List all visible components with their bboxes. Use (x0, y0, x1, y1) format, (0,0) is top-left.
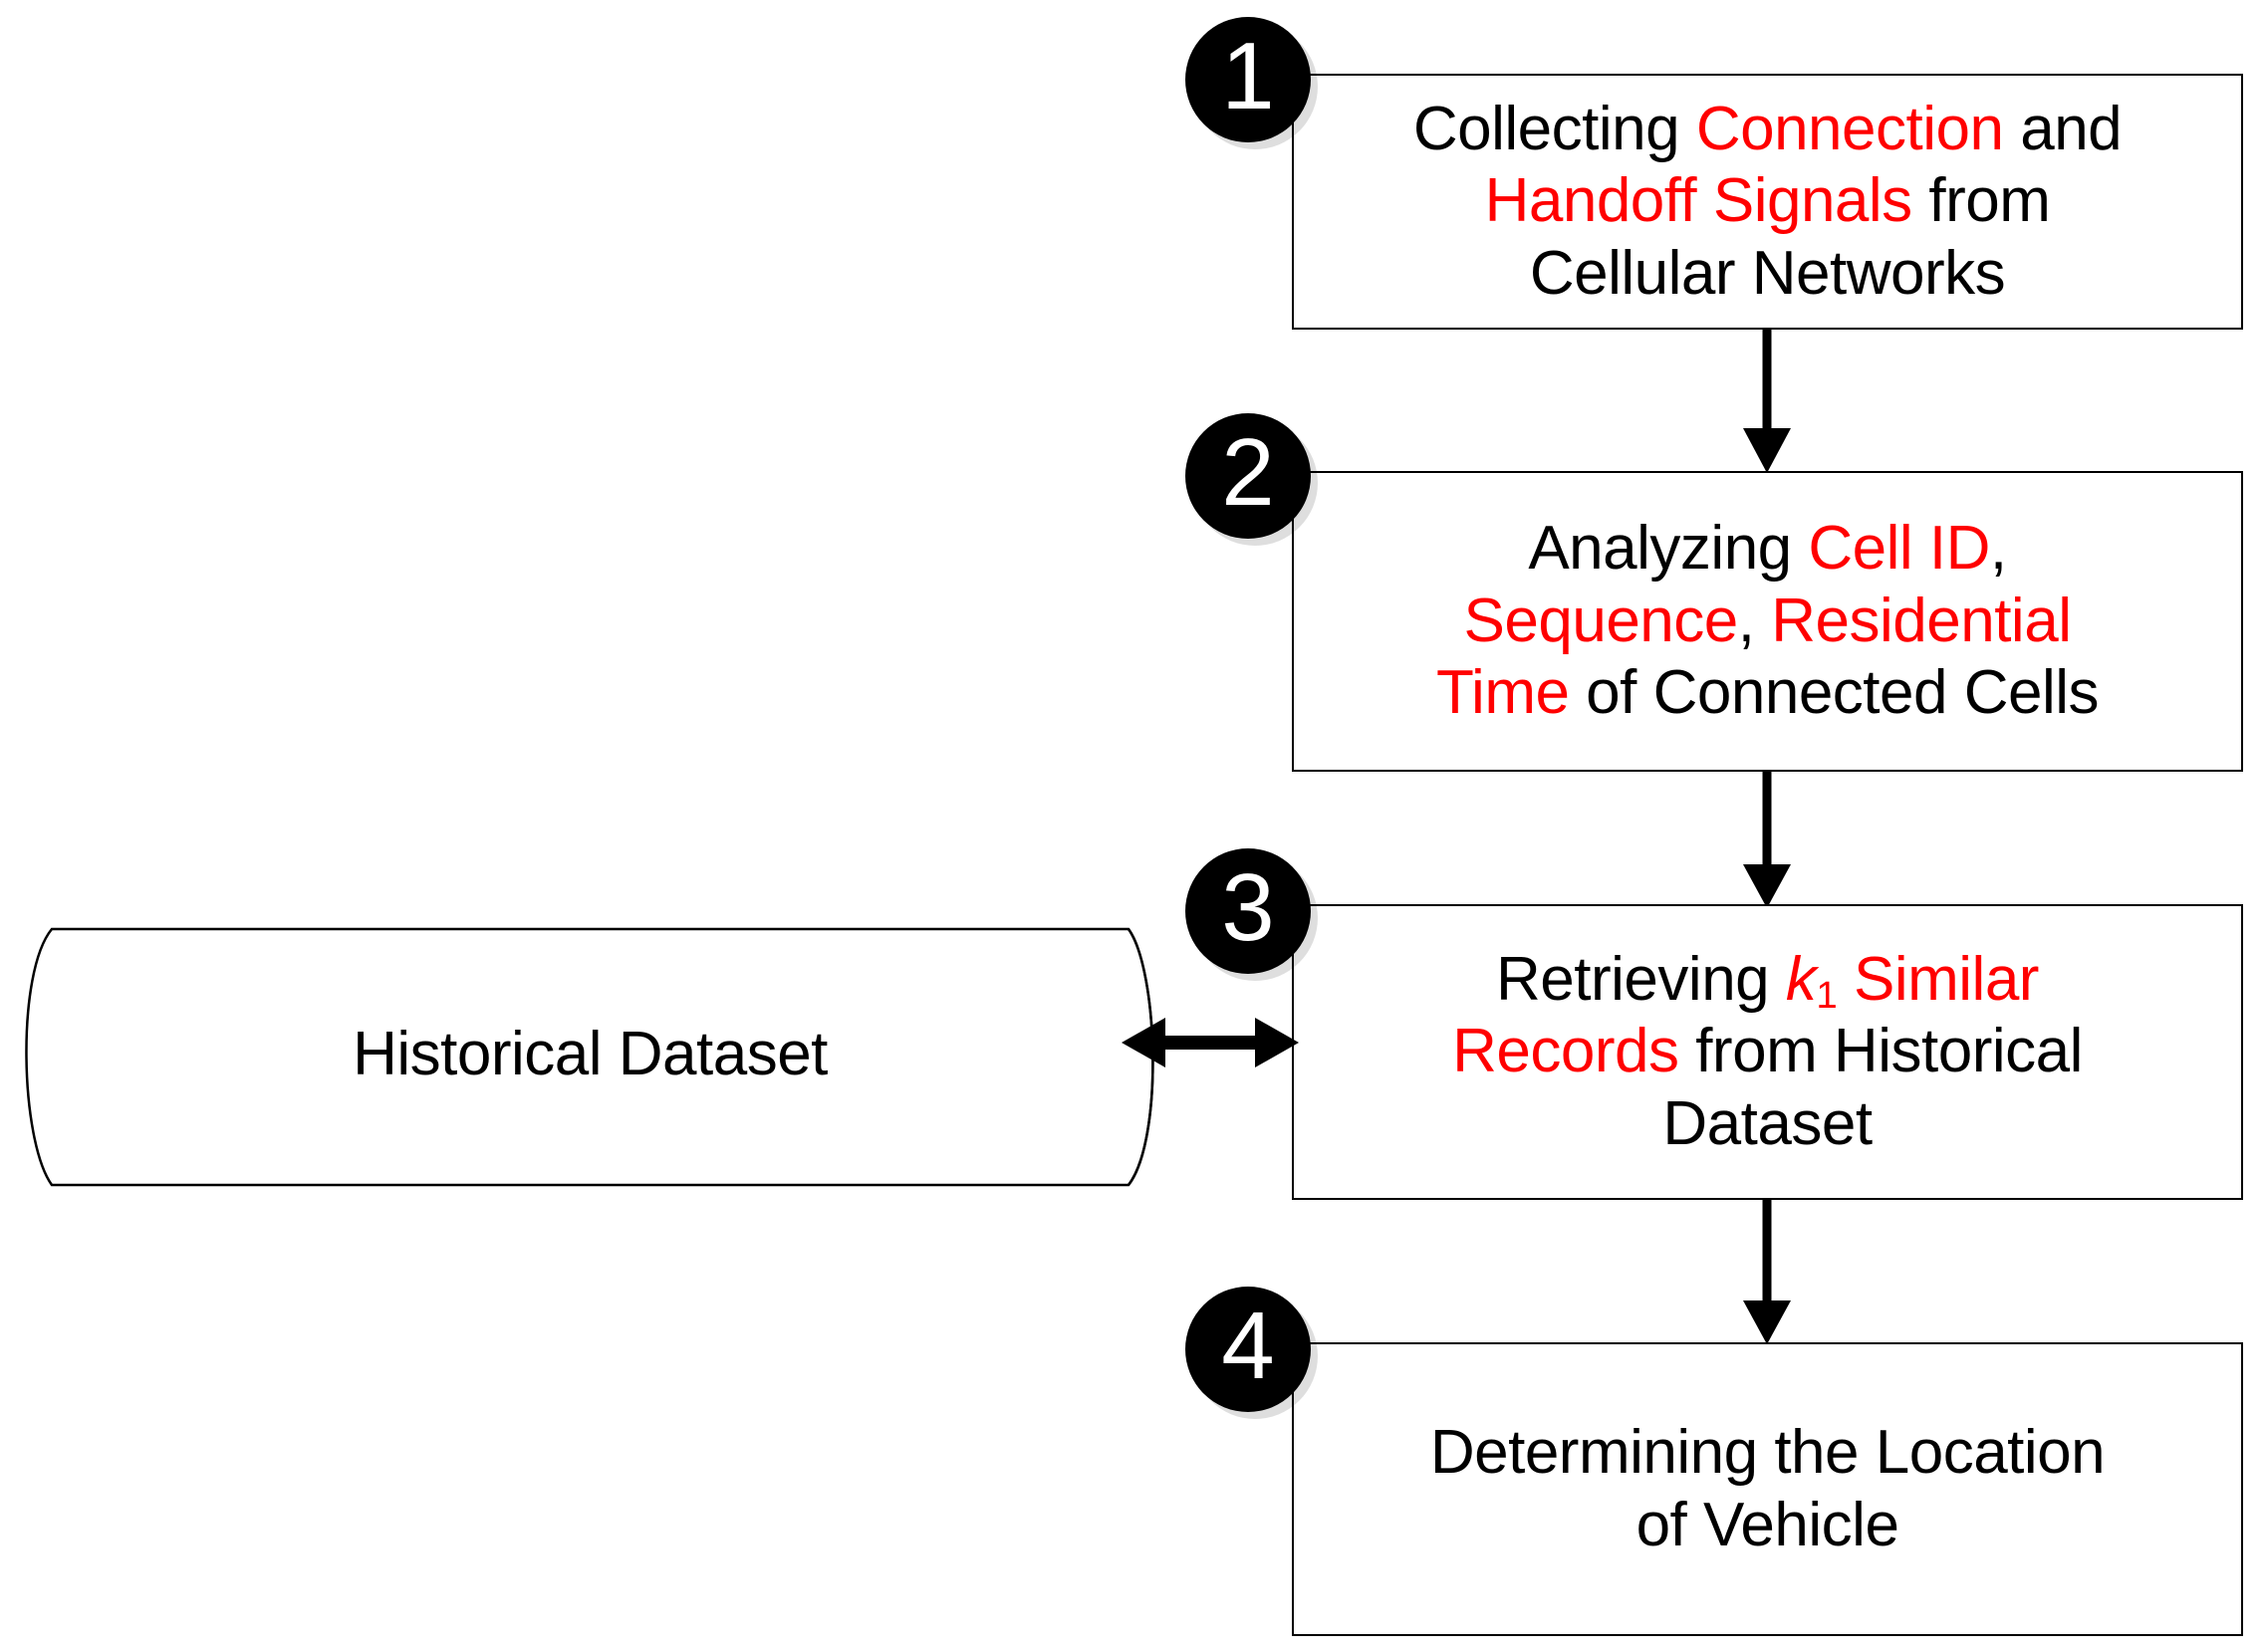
step-badge-1-number: 1 (1221, 23, 1275, 129)
step-2-seg-7: Time (1435, 658, 1570, 728)
step-1-seg-6: Cellular Networks (1529, 238, 2006, 308)
step-1-line-1: Collecting Connection and (1304, 94, 2231, 166)
process-box-step-1-text: Collecting Connection and Handoff Signal… (1294, 94, 2241, 311)
step-badge-4: 4 (1185, 1287, 1311, 1412)
step-4-line-2: of Vehicle (1304, 1490, 2231, 1562)
step-3-k-symbol: k (1785, 944, 1817, 1014)
step-3-seg-1: Retrieving (1496, 944, 1786, 1014)
step-3-seg-5: Dataset (1662, 1088, 1873, 1158)
step-2-line-1: Analyzing Cell ID, (1304, 513, 2231, 586)
step-1-line-3: Cellular Networks (1304, 238, 2231, 311)
step-3-line-3: Dataset (1304, 1088, 2231, 1161)
step-2-seg-6: Residential (1771, 586, 2072, 655)
process-box-step-4[interactable]: Determining the Location of Vehicle (1292, 1342, 2243, 1636)
step-badge-3: 3 (1185, 848, 1311, 974)
process-box-step-3[interactable]: Retrieving k1 Similar Records from Histo… (1292, 904, 2243, 1200)
step-badge-2: 2 (1185, 413, 1311, 539)
step-badge-4-number: 4 (1221, 1293, 1275, 1399)
step-3-line-1: Retrieving k1 Similar (1304, 944, 2231, 1017)
step-3-seg-2: Similar (1837, 944, 2039, 1014)
step-4-line-1: Determining the Location (1304, 1417, 2231, 1490)
arrow-step1-to-step2 (1743, 326, 1791, 473)
step-2-line-3: Time of Connected Cells (1304, 657, 2231, 730)
step-1-seg-2: Connection (1695, 94, 2004, 163)
step-2-line-2: Sequence, Residential (1304, 586, 2231, 658)
step-2-seg-8: of Connected Cells (1569, 658, 2100, 728)
step-2-seg-1: Analyzing (1528, 514, 1809, 584)
arrow-dataset-step3 (1122, 1018, 1299, 1067)
step-3-k-variable: k1 (1785, 944, 1838, 1018)
step-4-seg-2: of Vehicle (1635, 1490, 1899, 1559)
step-2-seg-4: Sequence (1463, 586, 1739, 655)
step-3-k-subscript: 1 (1816, 974, 1838, 1018)
process-box-step-2[interactable]: Analyzing Cell ID, Sequence, Residential… (1292, 471, 2243, 772)
step-1-seg-3: and (2003, 94, 2123, 163)
step-1-line-2: Handoff Signals from (1304, 165, 2231, 238)
step-2-seg-3: , (1989, 514, 2007, 584)
step-2-seg-2: Cell ID (1808, 514, 1990, 584)
process-box-step-3-text: Retrieving k1 Similar Records from Histo… (1294, 944, 2241, 1161)
step-badge-2-number: 2 (1221, 419, 1275, 526)
arrow-step2-to-step3 (1743, 769, 1791, 908)
process-box-step-2-text: Analyzing Cell ID, Sequence, Residential… (1294, 513, 2241, 730)
step-3-seg-3: Records (1452, 1017, 1679, 1086)
step-badge-3-number: 3 (1221, 854, 1275, 961)
step-3-line-2: Records from Historical (1304, 1016, 2231, 1088)
step-badge-1: 1 (1185, 17, 1311, 142)
process-box-step-4-text: Determining the Location of Vehicle (1294, 1417, 2241, 1561)
process-box-step-1[interactable]: Collecting Connection and Handoff Signal… (1292, 74, 2243, 330)
arrow-step3-to-step4 (1743, 1197, 1791, 1344)
step-4-seg-1: Determining the Location (1429, 1417, 2106, 1487)
step-1-seg-5: from (1911, 166, 2051, 236)
historical-dataset-label: Historical Dataset (353, 1020, 828, 1088)
step-2-seg-5: , (1737, 586, 1772, 655)
step-1-seg-1: Collecting (1412, 94, 1696, 163)
step-3-seg-4: from Historical (1678, 1017, 2083, 1086)
step-1-seg-4: Handoff Signals (1484, 166, 1913, 236)
